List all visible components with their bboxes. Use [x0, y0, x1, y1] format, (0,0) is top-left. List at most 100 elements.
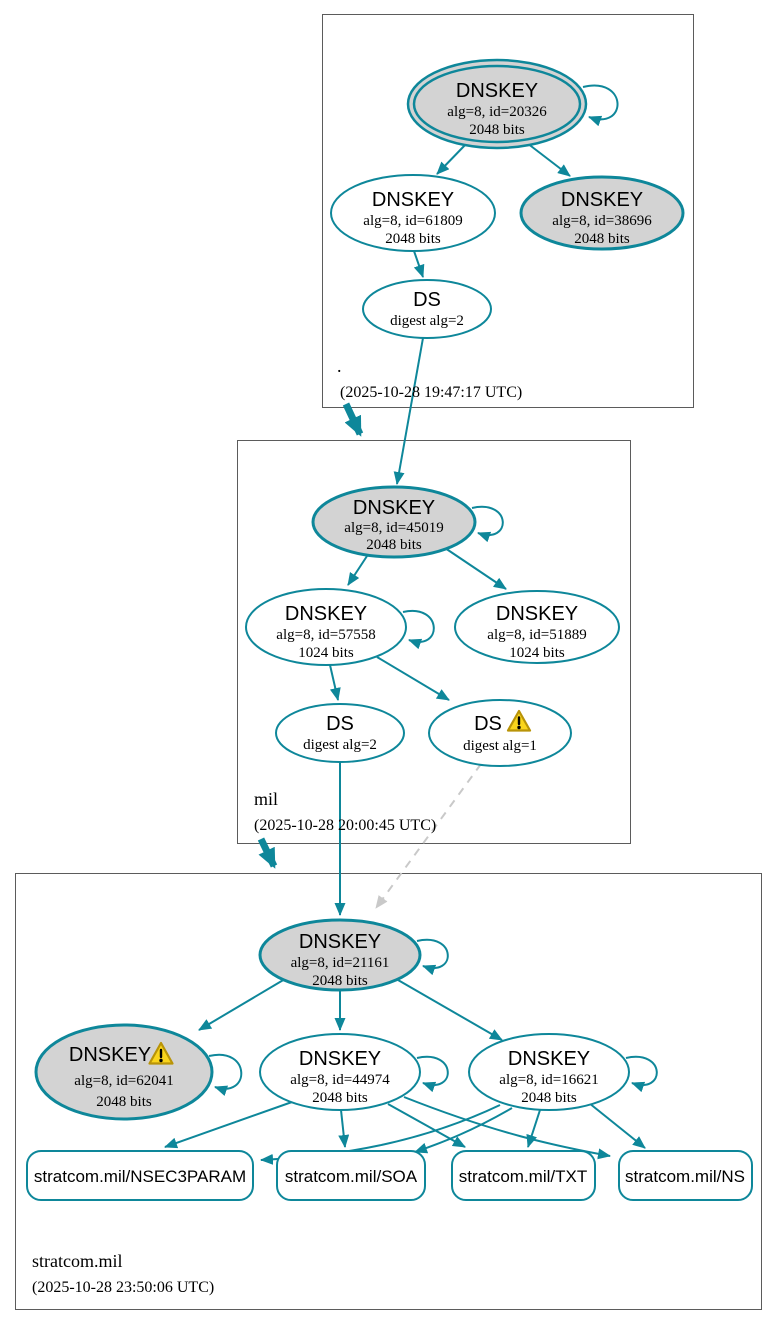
node-params: alg=8, id=20326 [447, 104, 547, 120]
node-title: DNSKEY [285, 603, 367, 625]
rrset-txt-box [451, 1150, 596, 1201]
zone-timestamp-stratcom-mil: (2025-10-28 23:50:06 UTC) [32, 1279, 214, 1296]
zone-label-stratcom-mil: stratcom.mil [32, 1251, 122, 1271]
node-params: alg=8, id=61809 [363, 213, 462, 229]
edge-root-ds-to-mil-ksk45019 [393, 337, 424, 485]
ksk-20326-outer-ellipse [406, 58, 588, 150]
rrset-ns-box [618, 1150, 753, 1201]
node-title: DNSKEY [496, 603, 578, 625]
node-title: DNSKEY [299, 931, 381, 953]
ds-mil-alg2-ellipse [275, 703, 405, 763]
node-params: alg=8, id=16621 [499, 1072, 598, 1088]
ds-node-root[interactable]: DS digest alg=2 [362, 279, 492, 339]
node-title: DS [326, 713, 354, 735]
edge-zsk57558-to-ds-alg1 [376, 656, 450, 701]
node-params: alg=8, id=45019 [344, 520, 443, 536]
ds-node-mil-alg1[interactable]: DS digest alg=1 [428, 699, 572, 767]
node-title: DNSKEY [353, 497, 435, 519]
dnskey-node-ksk-45019[interactable]: DNSKEY alg=8, id=45019 2048 bits [311, 485, 477, 559]
rrset-label: stratcom.mil/NSEC3PARAM [34, 1167, 246, 1186]
node-title: DS [413, 289, 441, 311]
self-loop-zsk44974 [416, 1055, 449, 1093]
edge-mil-ds1-to-stratcom-ksk21161-insecure [375, 763, 482, 909]
node-params: digest alg=2 [303, 737, 377, 753]
dnskey-node-38696[interactable]: DNSKEY alg=8, id=38696 2048 bits [519, 175, 685, 251]
node-title: DNSKEY [69, 1044, 151, 1066]
zsk-44974-ellipse [259, 1033, 421, 1111]
zone-box-root [322, 14, 694, 408]
node-bits: 2048 bits [385, 231, 441, 247]
ksk-21161-ellipse [258, 918, 422, 992]
rrset-node-soa[interactable]: stratcom.mil/SOA [276, 1150, 426, 1201]
edge-ksk45019-to-zsk57558 [347, 552, 370, 586]
zone-label-root: . [337, 356, 342, 376]
dnskey-node-zsk-16621[interactable]: DNSKEY alg=8, id=16621 2048 bits [468, 1033, 630, 1111]
rrset-node-nsec3param[interactable]: stratcom.mil/NSEC3PARAM [26, 1150, 254, 1201]
node-bits: 2048 bits [312, 1090, 368, 1106]
dnskey-node-62041-warning[interactable]: DNSKEY alg=8, id=62041 2048 bits [34, 1023, 214, 1121]
node-params: alg=8, id=51889 [487, 627, 586, 643]
node-params: digest alg=2 [390, 313, 464, 329]
self-loop-zsk16621 [625, 1055, 658, 1093]
edge-ksk21161-to-zsk16621 [397, 979, 503, 1041]
dnskey-node-51889[interactable]: DNSKEY alg=8, id=51889 1024 bits [454, 590, 620, 664]
zsk-61809-ellipse [330, 174, 496, 252]
node-title: DNSKEY [299, 1048, 381, 1070]
self-loop-ksk45019 [471, 505, 504, 543]
rrset-node-ns[interactable]: stratcom.mil/NS [618, 1150, 753, 1201]
dnskey-38696-ellipse [519, 175, 685, 251]
node-params: alg=8, id=44974 [290, 1072, 390, 1088]
node-title: DS [474, 713, 502, 735]
node-bits: 2048 bits [312, 973, 368, 989]
edge-zsk44974-to-soa [338, 1109, 350, 1148]
edge-ksk45019-to-dnskey51889 [444, 547, 507, 590]
dnskey-node-ksk-21161[interactable]: DNSKEY alg=8, id=21161 2048 bits [258, 918, 422, 992]
node-bits: 1024 bits [509, 645, 565, 661]
node-title: DNSKEY [508, 1048, 590, 1070]
warning-icon [148, 1041, 174, 1065]
dnskey-node-zsk-57558[interactable]: DNSKEY alg=8, id=57558 1024 bits [245, 588, 407, 666]
node-params: digest alg=1 [463, 738, 537, 754]
ds-mil-alg1-ellipse [428, 699, 572, 767]
delegation-arrow-root-to-mil [342, 402, 364, 437]
rrset-label: stratcom.mil/TXT [459, 1167, 587, 1186]
node-title: DNSKEY [561, 189, 643, 211]
edge-zsk44974-to-txt [387, 1103, 466, 1148]
node-bits: 2048 bits [96, 1094, 152, 1110]
rrset-label: stratcom.mil/NS [625, 1167, 745, 1186]
rrset-node-txt[interactable]: stratcom.mil/TXT [451, 1150, 596, 1201]
edge-zsk16621-to-txt [526, 1109, 541, 1148]
dnskey-node-ksk-20326[interactable]: DNSKEY alg=8, id=20326 2048 bits [406, 58, 588, 150]
self-loop-dnskey62041 [208, 1053, 243, 1096]
delegation-arrow-mil-to-stratcom [257, 837, 278, 869]
node-params: alg=8, id=38696 [552, 213, 652, 229]
zone-timestamp-root: (2025-10-28 19:47:17 UTC) [340, 384, 522, 401]
edge-ksk21161-to-dnskey62041 [198, 978, 286, 1031]
edge-zsk44974-to-ns [403, 1096, 611, 1160]
dnskey-51889-ellipse [454, 590, 620, 664]
ds-node-mil-alg2[interactable]: DS digest alg=2 [275, 703, 405, 763]
zone-timestamp-mil: (2025-10-28 20:00:45 UTC) [254, 817, 436, 834]
dnskey-node-zsk-44974[interactable]: DNSKEY alg=8, id=44974 2048 bits [259, 1033, 421, 1111]
edge-zsk16621-to-ns [588, 1102, 646, 1149]
zone-label-mil: mil [254, 789, 278, 809]
node-params: alg=8, id=21161 [291, 955, 390, 971]
node-bits: 2048 bits [521, 1090, 577, 1106]
rrset-nsec3param-box [26, 1150, 254, 1201]
node-bits: 2048 bits [366, 537, 422, 553]
edge-zsk57558-to-ds-alg2 [329, 664, 341, 701]
node-title: DNSKEY [372, 189, 454, 211]
warning-icon [506, 709, 532, 732]
edge-ksk20326-to-dnskey38696 [526, 142, 571, 177]
self-loop-zsk57558 [402, 609, 435, 650]
rrset-label: stratcom.mil/SOA [285, 1167, 418, 1186]
edge-zsk61809-to-ds [413, 250, 425, 278]
ds-root-ellipse [362, 279, 492, 339]
node-bits: 2048 bits [574, 231, 630, 247]
dnskey-node-zsk-61809[interactable]: DNSKEY alg=8, id=61809 2048 bits [330, 174, 496, 252]
zsk-16621-ellipse [468, 1033, 630, 1111]
zone-box-mil [237, 440, 631, 844]
node-bits: 2048 bits [469, 122, 525, 138]
